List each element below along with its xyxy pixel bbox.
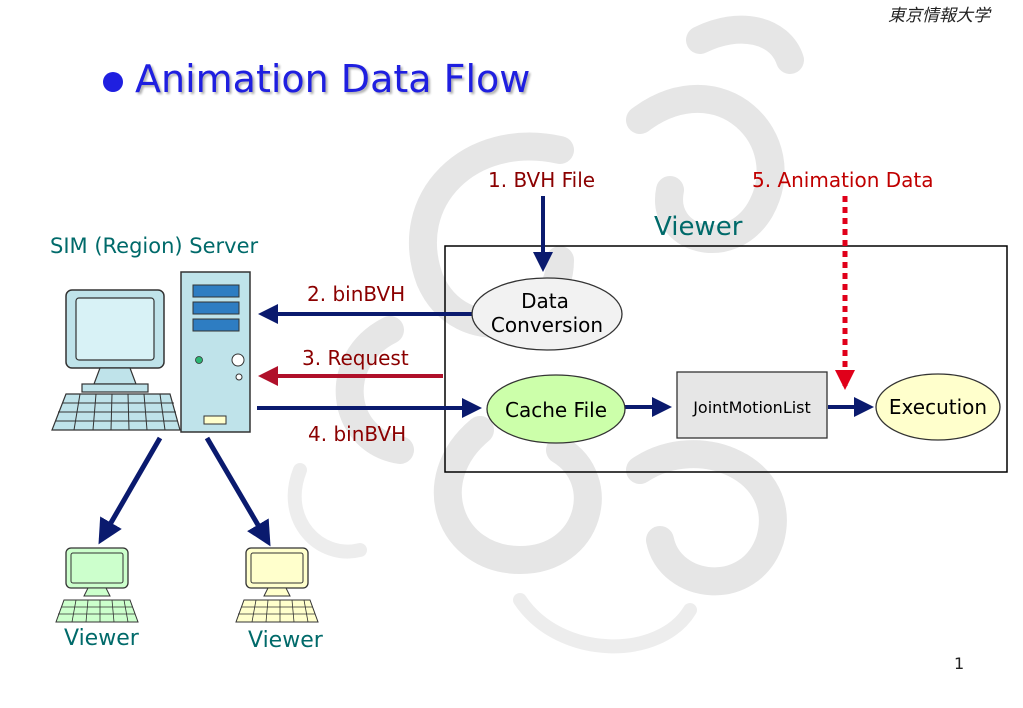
arrow-server-to-viewer-2 — [204, 436, 271, 547]
monitor-icon — [65, 289, 165, 393]
execution-label: Execution — [889, 395, 987, 419]
node-execution: Execution — [875, 373, 1001, 441]
cache-file-label: Cache File — [505, 398, 607, 422]
viewer-box-label: Viewer — [654, 212, 743, 242]
arrow-server-to-viewer-1 — [98, 436, 163, 545]
viewer-client-2-label: Viewer — [248, 628, 323, 653]
data-conversion-line2: Conversion — [491, 313, 603, 337]
edge-label-request: 3. Request — [302, 346, 409, 370]
viewer-computer-icon — [55, 547, 139, 623]
server-tower-icon — [180, 271, 251, 433]
org-name: 東京情報大学 — [888, 6, 990, 26]
edge-label-binbvh-upload: 2. binBVH — [307, 282, 406, 306]
node-joint-motion-list: JointMotionList — [676, 371, 828, 439]
title-bullet — [103, 72, 123, 92]
viewer-client-1-label: Viewer — [64, 626, 139, 651]
keyboard-icon — [51, 393, 181, 431]
edge-label-animation-data: 5. Animation Data — [752, 168, 934, 192]
edge-label-bvh-file: 1. BVH File — [488, 168, 596, 192]
data-conversion-line1: Data — [521, 289, 569, 313]
viewer-box-frame — [444, 245, 1008, 473]
node-data-conversion: Data Conversion — [471, 277, 623, 351]
page-number: 1 — [954, 654, 965, 673]
sim-server-label: SIM (Region) Server — [50, 234, 259, 258]
viewer-computer-icon — [235, 547, 319, 623]
page-title: Animation Data Flow — [135, 57, 531, 101]
node-cache-file: Cache File — [486, 374, 626, 444]
joint-motion-list-label: JointMotionList — [692, 398, 811, 417]
edge-label-binbvh-download: 4. binBVH — [308, 422, 407, 446]
